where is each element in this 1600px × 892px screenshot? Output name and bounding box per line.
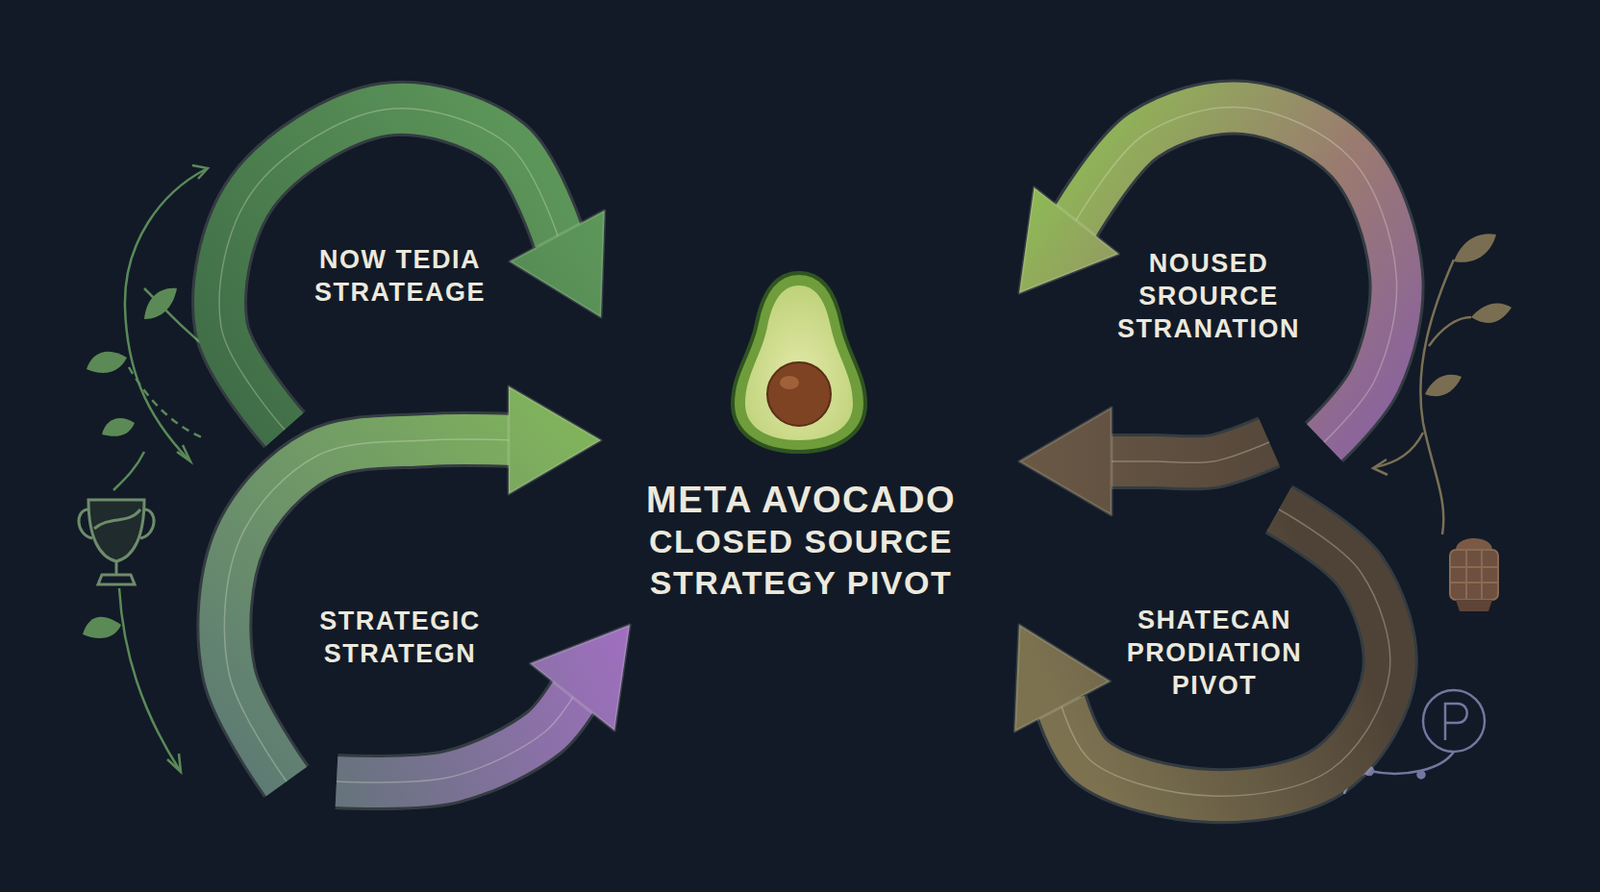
text-block: STRATEGIC STRATEGN bbox=[284, 604, 516, 671]
trophy-handle bbox=[78, 509, 93, 539]
vine-line bbox=[1420, 259, 1454, 535]
arrow-lane-line bbox=[1060, 509, 1391, 797]
arrow-band bbox=[219, 108, 559, 430]
text-block: NOUSED SROURCE STRANATION bbox=[1093, 247, 1325, 346]
label-text: SHATECAN PRODIATION PIVOT bbox=[1099, 603, 1330, 702]
avocado-pit bbox=[767, 362, 831, 426]
arrow-band bbox=[1107, 442, 1270, 463]
lantern-body bbox=[1450, 550, 1499, 600]
left-leaves bbox=[82, 288, 177, 639]
trophy-handle bbox=[140, 509, 154, 539]
label-text: STRATEGIC STRATEGN bbox=[284, 604, 516, 671]
arrow-head bbox=[1014, 625, 1110, 732]
vine-arrow bbox=[176, 445, 191, 462]
arrow-band-edge bbox=[219, 108, 559, 430]
text-block: NOW TEDIA STRATEAGE bbox=[284, 243, 516, 309]
lantern-base bbox=[1455, 600, 1493, 612]
trophy-stem bbox=[115, 561, 119, 575]
arrow-lane-line bbox=[219, 108, 559, 430]
avocado-skin bbox=[732, 273, 866, 452]
arrow-band-edge bbox=[1074, 106, 1398, 443]
label-text: NOW TEDIA STRATEAGE bbox=[284, 243, 516, 309]
trophy-cup bbox=[88, 500, 145, 562]
lantern-icon bbox=[1450, 538, 1499, 612]
vine-line bbox=[119, 588, 179, 770]
p-glyph bbox=[1445, 703, 1468, 741]
leaf bbox=[1453, 233, 1497, 263]
vine-arrow bbox=[167, 753, 181, 773]
arrow-connector bbox=[1019, 407, 1270, 516]
pit-highlight bbox=[779, 375, 800, 390]
vine-arrow bbox=[1373, 459, 1388, 475]
vine-line bbox=[1428, 317, 1472, 347]
leaf bbox=[82, 617, 122, 639]
text-block: META AVOCADO CLOSED SOURCE STRATEGY PIVO… bbox=[608, 479, 994, 604]
leaf bbox=[1471, 302, 1512, 324]
leaf bbox=[144, 288, 177, 320]
arrow-head bbox=[1019, 407, 1112, 516]
arrow-head bbox=[1019, 187, 1119, 294]
arrow-head bbox=[529, 625, 630, 731]
avocado-illustration bbox=[732, 273, 866, 452]
arrow-connector bbox=[1019, 106, 1398, 443]
loop-label: SHATECAN PRODIATION PIVOT bbox=[1099, 509, 1330, 799]
arrow-band bbox=[336, 694, 575, 783]
arrow-band-edge bbox=[336, 694, 575, 783]
trophy-icon bbox=[78, 500, 154, 585]
arrow-connector bbox=[219, 108, 605, 430]
text-block: SHATECAN PRODIATION PIVOT bbox=[1099, 603, 1330, 702]
lantern-top bbox=[1455, 538, 1493, 550]
arrow-lane-line bbox=[1107, 442, 1270, 463]
avocado-flesh bbox=[745, 285, 853, 441]
vine-line bbox=[128, 367, 202, 438]
arrow-band-edge bbox=[1107, 442, 1270, 463]
vine-arrow bbox=[192, 165, 208, 179]
leaf bbox=[101, 418, 135, 437]
leaf bbox=[1425, 375, 1462, 398]
vine-line bbox=[113, 451, 145, 491]
arrow-lane-line bbox=[336, 694, 575, 783]
right-leaves bbox=[1425, 233, 1512, 397]
arrow-lane-line bbox=[1074, 106, 1398, 443]
arrow-head bbox=[508, 386, 601, 495]
label-text: NOUSED SROURCE STRANATION bbox=[1093, 247, 1325, 346]
wire-dot bbox=[1418, 772, 1425, 779]
arrow-band-edge bbox=[1060, 509, 1391, 797]
arrow-head bbox=[509, 210, 605, 318]
label-text: META AVOCADO CLOSED SOURCE STRATEGY PIVO… bbox=[608, 479, 994, 604]
center-title-node: META AVOCADO CLOSED SOURCE STRATEGY PIVO… bbox=[600, 278, 1020, 625]
loop-label: STRATEGIC STRATEGN bbox=[284, 493, 516, 782]
trophy-line bbox=[94, 509, 141, 529]
leaf bbox=[86, 351, 127, 374]
arrow-connector bbox=[1014, 509, 1390, 797]
arrow-connector bbox=[224, 386, 601, 782]
lantern-grid bbox=[1450, 550, 1499, 600]
arrow-band bbox=[1060, 509, 1391, 797]
trophy-base bbox=[98, 575, 135, 585]
p-circle bbox=[1423, 690, 1485, 752]
loop-label: NOW TEDIA STRATEAGE bbox=[284, 122, 516, 430]
arrow-band bbox=[1074, 106, 1398, 443]
loop-label: NOUSED SROURCE STRANATION bbox=[1093, 153, 1325, 443]
